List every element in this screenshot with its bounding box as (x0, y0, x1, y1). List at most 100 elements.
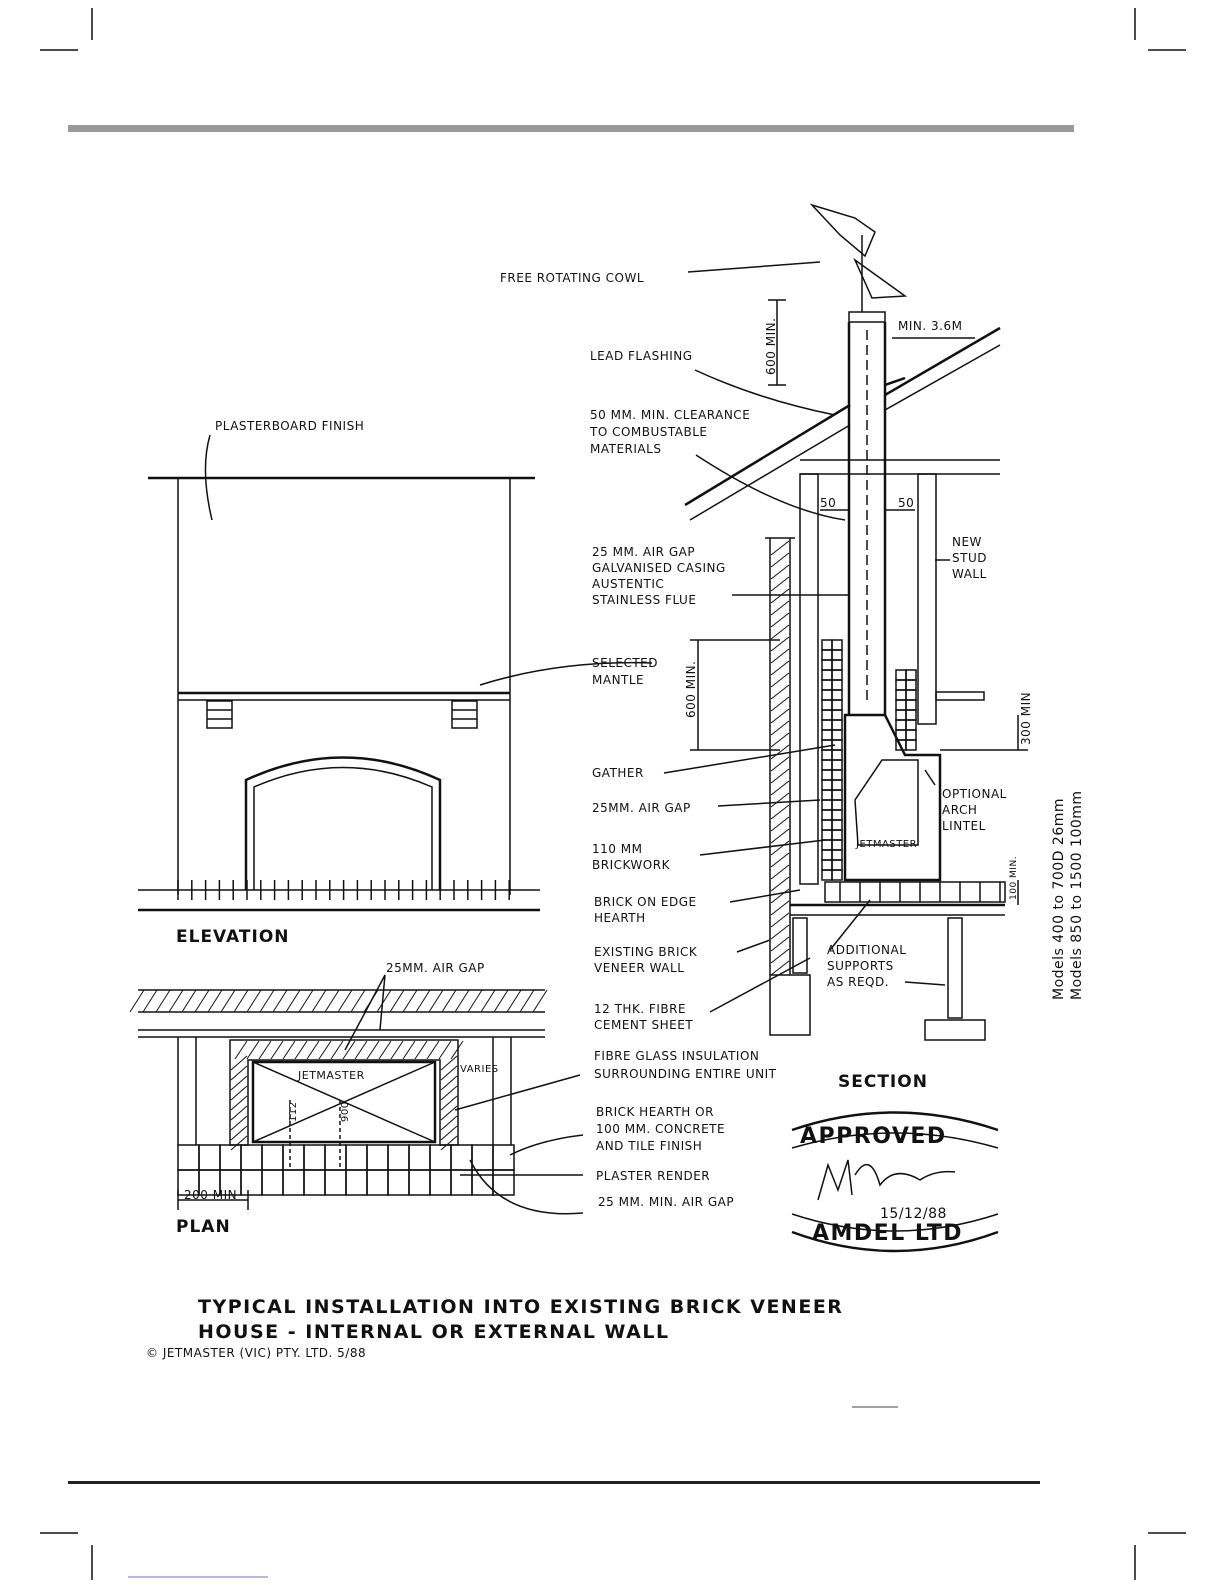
supports-label-1: ADDITIONAL (827, 943, 906, 957)
brick (408, 1144, 431, 1171)
plasterboard-label: PLASTERBOARD FINISH (215, 419, 364, 433)
brick (821, 779, 833, 791)
drawing-line (440, 1095, 458, 1111)
dim-50-right: 50 (898, 496, 914, 510)
drawing-line (770, 780, 790, 796)
brick (905, 679, 917, 691)
drawing-line (770, 600, 790, 616)
drawing-line (440, 1065, 458, 1081)
brick (831, 799, 843, 811)
air-gap-label-1: 25 MM. AIR GAP (592, 545, 695, 559)
drawing-line (770, 888, 790, 904)
brick (387, 1144, 410, 1171)
drawing-line (258, 1040, 272, 1060)
brick (821, 669, 833, 681)
drawing-line (770, 840, 790, 856)
brick (831, 839, 843, 851)
brick (895, 719, 907, 731)
lead-flashing-label: LEAD FLASHING (590, 349, 693, 363)
drawing-line (467, 989, 483, 1013)
brick (905, 709, 917, 721)
brick (821, 709, 833, 721)
drawing-line (770, 804, 790, 820)
drawing-line (770, 540, 790, 556)
labels: FREE ROTATING COWL MIN. 3.6M LEAD FLASHI… (176, 271, 1085, 1237)
drawing-line (532, 989, 548, 1013)
plan-view (129, 989, 548, 1210)
drawing-line (354, 1040, 368, 1060)
clearance-label-1: 50 MM. MIN. CLEARANCE (590, 408, 750, 422)
drawing-line (230, 1065, 248, 1081)
dim-112-label: 112 (288, 1101, 299, 1122)
brick (895, 669, 907, 681)
hearth-label-2: HEARTH (594, 911, 646, 925)
drawing-line (230, 1135, 248, 1151)
drawing-line (770, 576, 790, 592)
stud-wall-label-2: STUD (952, 551, 987, 565)
brick (831, 859, 843, 871)
brick (345, 1144, 368, 1171)
drawing-line (770, 612, 790, 628)
brick (408, 1169, 431, 1196)
dim-900-label: 900 (340, 1101, 351, 1122)
brick (821, 679, 833, 691)
min-600-mid-label: 600 MIN. (684, 661, 698, 718)
clearance-label-3: MATERIALS (590, 442, 661, 456)
clearance-label-2: TO COMBUSTABLE (589, 425, 708, 439)
drawing-line (770, 672, 790, 688)
drawing-line (390, 1040, 404, 1060)
brick (303, 1169, 326, 1196)
drawing-line (306, 1040, 320, 1060)
drawing-line (181, 989, 197, 1013)
brick (831, 719, 843, 731)
brick (450, 1169, 473, 1196)
section-view (684, 203, 1028, 1041)
drawing-line (480, 989, 496, 1013)
gather-label: GATHER (592, 766, 644, 780)
brick (821, 639, 833, 651)
section-heading: SECTION (838, 1072, 928, 1092)
drawing-line (207, 989, 223, 1013)
brick (831, 819, 843, 831)
cowl-label: FREE ROTATING COWL (500, 271, 644, 285)
brick (895, 689, 907, 701)
brick (821, 789, 833, 801)
brick (831, 729, 843, 741)
drawing-line (230, 1125, 248, 1141)
drawing-line (270, 1040, 284, 1060)
brick (324, 1169, 347, 1196)
drawing-line (234, 1040, 248, 1060)
brick (240, 1169, 263, 1196)
drawing-line (298, 989, 314, 1013)
drawing-line (194, 989, 210, 1013)
brick (905, 729, 917, 741)
stud-wall-label-1: NEW (952, 535, 982, 549)
brick (471, 1169, 494, 1196)
stamp-approved: APPROVED (800, 1124, 947, 1149)
title-line-1: TYPICAL INSTALLATION INTO EXISTING BRICK… (198, 1296, 843, 1318)
brick (831, 709, 843, 721)
drawing-line (378, 1040, 392, 1060)
plan-jetmaster-label: JETMASTER (297, 1069, 365, 1082)
brick (821, 869, 833, 881)
brick (905, 739, 917, 751)
plan-air-gap-label: 25MM. AIR GAP (386, 961, 485, 975)
drawing-line (770, 792, 790, 808)
drawing-line (330, 1040, 344, 1060)
drawing-line (770, 816, 790, 832)
brick (831, 639, 843, 651)
brick (821, 649, 833, 661)
hearth-label-1: BRICK ON EDGE (594, 895, 697, 909)
brick (821, 839, 833, 851)
brick (831, 849, 843, 861)
brick (366, 1144, 389, 1171)
drawing-line (770, 828, 790, 844)
drawing-line (230, 1095, 248, 1111)
brick-hearth-label-2: 100 MM. CONCRETE (596, 1122, 725, 1136)
drawing-line (770, 756, 790, 772)
brickwork-label-1: 110 MM (592, 842, 642, 856)
mantle-label-1: SELECTED (592, 656, 658, 670)
brick (831, 829, 843, 841)
drawing-line (770, 660, 790, 676)
